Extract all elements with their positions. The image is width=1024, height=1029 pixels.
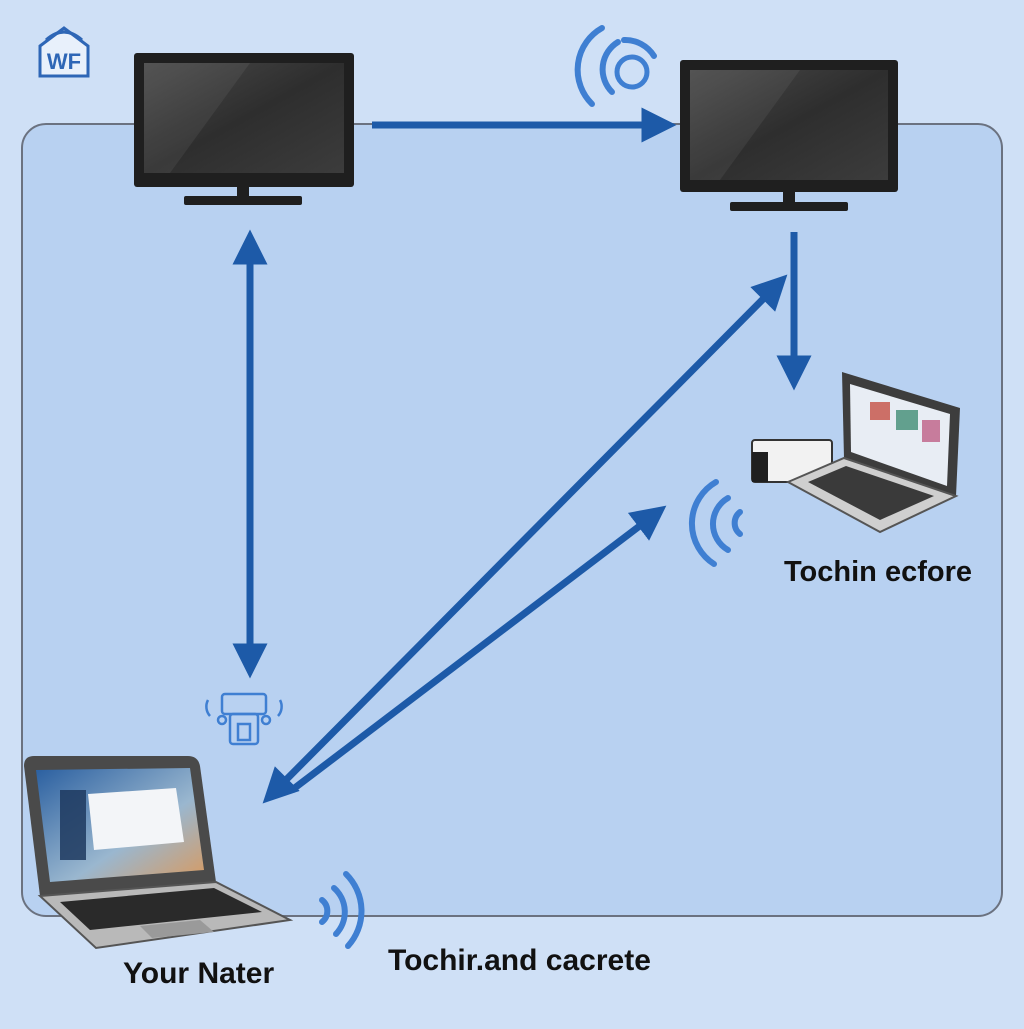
laptop-bottom-left <box>24 756 294 950</box>
wifi-house-icon: WF <box>38 26 90 78</box>
router-icon <box>205 692 283 746</box>
arrow-diagonal-long <box>262 274 788 804</box>
wifi-signal-icon <box>688 479 743 567</box>
wifi-signal-icon <box>574 25 657 107</box>
laptop-right <box>751 372 960 534</box>
logo-text: WF <box>47 49 81 74</box>
arrow-diagonal-short <box>289 505 667 793</box>
connection-arrows <box>232 107 812 804</box>
monitor-top-right <box>680 60 898 211</box>
right-device-label: Tochin ecfore <box>784 556 972 588</box>
monitor-top-left <box>134 53 354 205</box>
bottom-left-device-label: Your Nater <box>123 957 275 990</box>
wifi-signal-icon <box>319 871 365 949</box>
bottom-center-label: Tochir.and cacrete <box>388 944 651 977</box>
